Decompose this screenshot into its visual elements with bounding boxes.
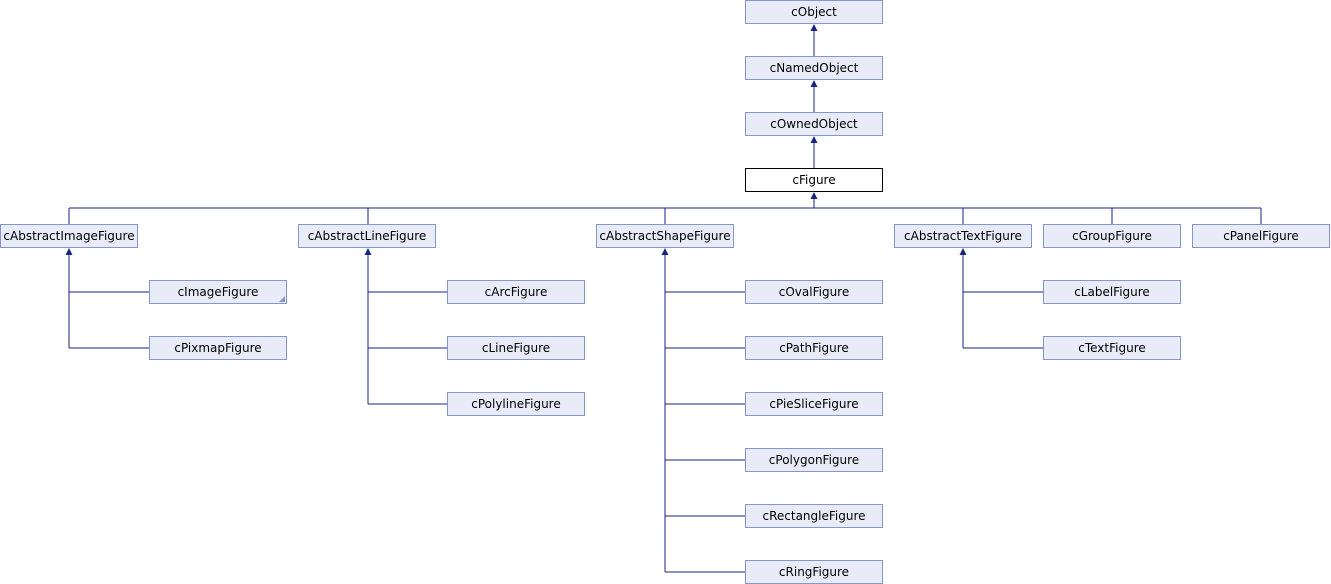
class-node-cOwnedObject[interactable]: cOwnedObject — [745, 112, 883, 136]
class-node-cAbstractShapeFigure[interactable]: cAbstractShapeFigure — [596, 224, 734, 248]
class-node-cObject[interactable]: cObject — [745, 0, 883, 24]
arrowhead-cAbstractTextFigure — [959, 248, 967, 255]
class-node-cTextFigure[interactable]: cTextFigure — [1043, 336, 1181, 360]
arrowhead-cObject — [810, 24, 818, 31]
class-node-cPixmapFigure[interactable]: cPixmapFigure — [149, 336, 287, 360]
class-node-cFigure-current: cFigure — [745, 168, 883, 192]
class-node-cNamedObject[interactable]: cNamedObject — [745, 56, 883, 80]
arrowhead-cFigure — [810, 192, 818, 199]
class-node-cPolylineFigure[interactable]: cPolylineFigure — [447, 392, 585, 416]
class-node-cRectangleFigure[interactable]: cRectangleFigure — [745, 504, 883, 528]
class-node-cOvalFigure[interactable]: cOvalFigure — [745, 280, 883, 304]
arrowhead-cAbstractShapeFigure — [661, 248, 669, 255]
class-node-cAbstractLineFigure[interactable]: cAbstractLineFigure — [298, 224, 436, 248]
arrowhead-cNamedObject — [810, 80, 818, 87]
class-node-cRingFigure[interactable]: cRingFigure — [745, 560, 883, 584]
class-node-cAbstractTextFigure[interactable]: cAbstractTextFigure — [894, 224, 1032, 248]
class-node-cPieSliceFigure[interactable]: cPieSliceFigure — [745, 392, 883, 416]
has-subclasses-corner-icon — [279, 296, 285, 302]
class-node-cLabelFigure[interactable]: cLabelFigure — [1043, 280, 1181, 304]
class-node-cPolygonFigure[interactable]: cPolygonFigure — [745, 448, 883, 472]
arrowhead-cAbstractLineFigure — [364, 248, 372, 255]
class-node-cImageFigure[interactable]: cImageFigure — [149, 280, 287, 304]
class-node-cLineFigure[interactable]: cLineFigure — [447, 336, 585, 360]
class-node-cGroupFigure[interactable]: cGroupFigure — [1043, 224, 1181, 248]
arrowhead-cOwnedObject — [810, 136, 818, 143]
class-node-cArcFigure[interactable]: cArcFigure — [447, 280, 585, 304]
class-label-cImageFigure: cImageFigure — [177, 285, 259, 299]
class-node-cAbstractImageFigure[interactable]: cAbstractImageFigure — [0, 224, 138, 248]
class-node-cPanelFigure[interactable]: cPanelFigure — [1192, 224, 1330, 248]
arrowhead-cAbstractImageFigure — [65, 248, 73, 255]
class-node-cPathFigure[interactable]: cPathFigure — [745, 336, 883, 360]
